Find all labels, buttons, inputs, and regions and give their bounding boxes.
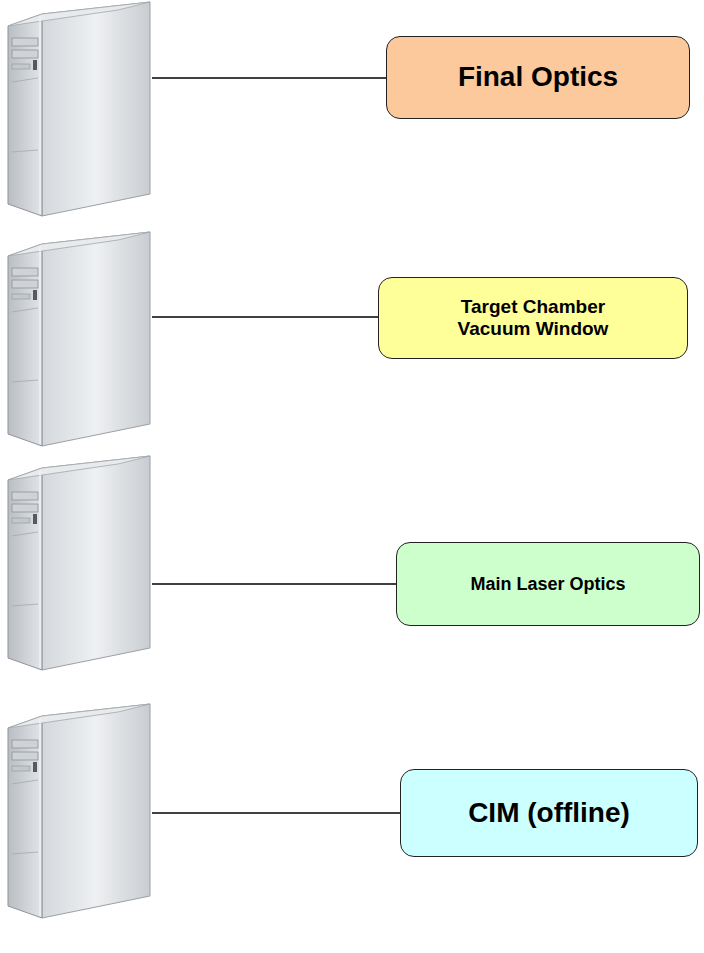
leader-line bbox=[152, 77, 386, 79]
process-box: Target Chamber Vacuum Window bbox=[378, 277, 688, 359]
leader-lines bbox=[152, 78, 400, 813]
leader-line bbox=[152, 812, 400, 814]
computer-tower bbox=[8, 704, 150, 918]
leader-line bbox=[152, 583, 396, 585]
box-label: Final Optics bbox=[458, 61, 618, 93]
computer-tower bbox=[8, 2, 150, 216]
process-box: Main Laser Optics bbox=[396, 542, 700, 626]
box-label: CIM (offline) bbox=[468, 797, 630, 829]
computer-tower bbox=[8, 232, 150, 446]
computer-tower bbox=[8, 456, 150, 670]
box-label: Main Laser Optics bbox=[470, 574, 625, 595]
process-box: Final Optics bbox=[386, 36, 690, 119]
box-label: Target Chamber Vacuum Window bbox=[438, 296, 628, 340]
leader-line bbox=[152, 316, 378, 318]
process-box: CIM (offline) bbox=[400, 769, 698, 857]
